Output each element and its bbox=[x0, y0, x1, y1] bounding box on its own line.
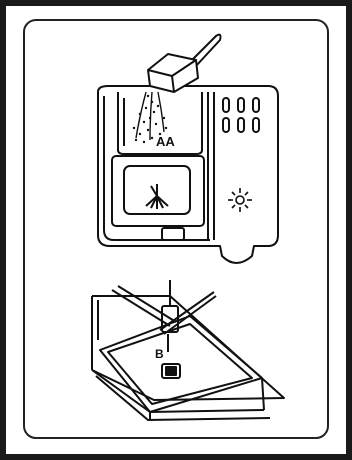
label-b: B bbox=[155, 347, 164, 361]
label-aa: AA bbox=[156, 134, 175, 149]
